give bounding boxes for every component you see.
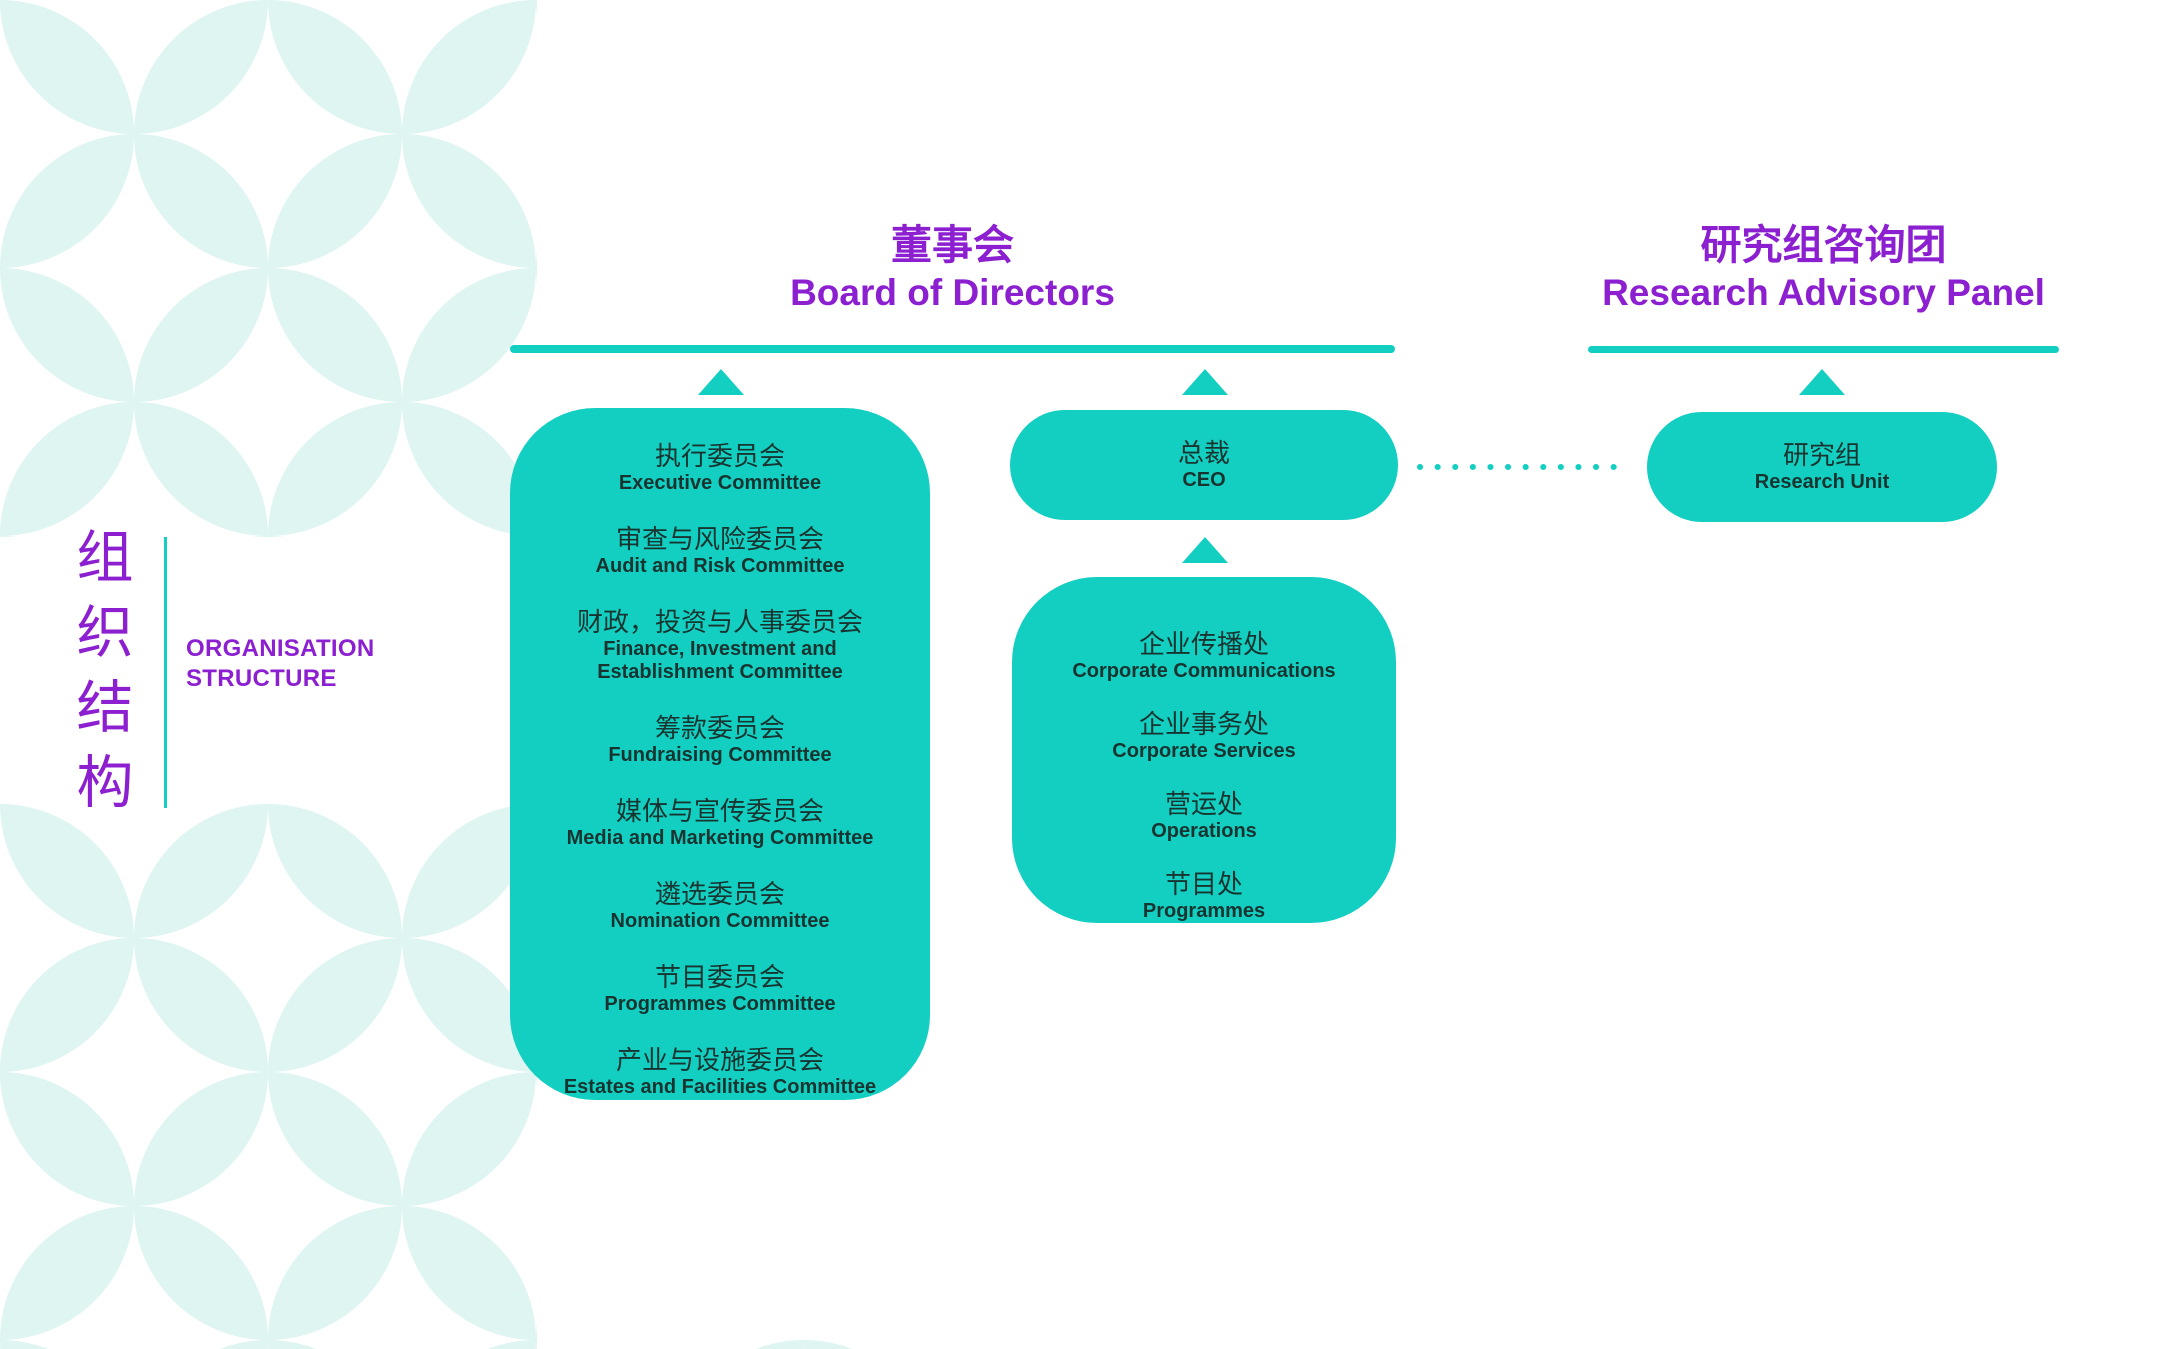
divisions-to-ceo-arrow-icon <box>1182 537 1228 563</box>
ceo-box: 总裁 CEO <box>1010 410 1398 520</box>
committee-name-en: Audit and Risk Committee <box>595 555 845 577</box>
page-title-zh: 组织结构 <box>76 526 134 815</box>
board-header-rule <box>510 345 1395 353</box>
division-name-en: Corporate Services <box>1112 740 1296 762</box>
committee-name-en: Finance, Investment and Establishment Co… <box>597 638 843 683</box>
petal-cluster-top-left <box>0 0 537 537</box>
division-name-en: Corporate Communications <box>1072 660 1336 682</box>
committee-entry: 财政，投资与人事委员会 Finance, Investment and Esta… <box>535 607 905 684</box>
research-header-zh: 研究组咨询团 <box>1700 222 1947 268</box>
ceo-label-zh: 总裁 <box>1177 438 1230 468</box>
research-unit-en: Research Unit <box>1754 471 1890 493</box>
research-advisory-panel-header: 研究组咨询团 Research Advisory Panel <box>1588 219 2059 314</box>
committee-name-en: Media and Marketing Committee <box>566 827 874 849</box>
division-entry: 节目处 Programmes <box>1143 869 1265 923</box>
committee-name-zh: 审查与风险委员会 <box>615 524 824 554</box>
division-entry: 企业事务处 Corporate Services <box>1112 709 1295 763</box>
committee-entry: 执行委员会 Executive Committee <box>619 441 821 495</box>
committee-entry: 筹款委员会 Fundraising Committee <box>608 713 831 767</box>
committee-name-zh: 节目委员会 <box>654 962 785 992</box>
committee-entry: 遴选委员会 Nomination Committee <box>611 879 830 933</box>
board-of-directors-header: 董事会 Board of Directors <box>510 219 1395 314</box>
committee-name-en: Programmes Committee <box>604 993 836 1015</box>
division-entry: 企业传播处 Corporate Communications <box>1072 629 1335 683</box>
title-divider-line <box>164 537 167 808</box>
committee-name-en: Fundraising Committee <box>608 744 832 766</box>
divisions-box: 企业传播处 Corporate Communications 企业事务处 Cor… <box>1012 577 1396 923</box>
committee-name-zh: 媒体与宣传委员会 <box>615 796 824 826</box>
board-committees-box: 执行委员会 Executive Committee 审查与风险委员会 Audit… <box>510 408 930 1100</box>
ceo-entry: 总裁 CEO <box>1178 438 1230 492</box>
ceo-label-en: CEO <box>1182 469 1226 491</box>
division-name-en: Operations <box>1151 820 1257 842</box>
division-name-zh: 节目处 <box>1164 869 1243 899</box>
committee-entry: 媒体与宣传委员会 Media and Marketing Committee <box>567 796 874 850</box>
division-entry: 营运处 Operations <box>1151 789 1257 843</box>
committee-name-en: Estates and Facilities Committee <box>563 1076 877 1098</box>
research-unit-zh: 研究组 <box>1782 440 1861 470</box>
committee-entry: 产业与设施委员会 Estates and Facilities Committe… <box>564 1045 876 1099</box>
committee-to-board-arrow-icon <box>698 369 744 395</box>
petal-cluster-bottom-left <box>0 804 537 1349</box>
division-name-zh: 企业传播处 <box>1138 629 1269 659</box>
research-unit-entry: 研究组 Research Unit <box>1755 440 1890 494</box>
petal-sliver-bottom <box>672 1340 940 1349</box>
page-title-en: ORGANISATION STRUCTURE <box>186 635 375 692</box>
board-header-zh: 董事会 <box>891 222 1014 268</box>
research-to-panel-arrow-icon <box>1799 369 1845 395</box>
board-header-en: Board of Directors <box>790 272 1115 313</box>
research-header-rule <box>1588 346 2059 353</box>
committee-entry: 节目委员会 Programmes Committee <box>604 962 835 1016</box>
committee-name-en: Executive Committee <box>618 472 822 494</box>
division-name-zh: 营运处 <box>1164 789 1243 819</box>
committee-name-zh: 产业与设施委员会 <box>615 1045 824 1075</box>
committee-name-zh: 财政，投资与人事委员会 <box>576 607 863 637</box>
division-name-en: Programmes <box>1142 900 1266 922</box>
ceo-to-board-arrow-icon <box>1182 369 1228 395</box>
committee-name-zh: 执行委员会 <box>654 441 785 471</box>
research-unit-box: 研究组 Research Unit <box>1647 412 1997 522</box>
committee-entry: 审查与风险委员会 Audit and Risk Committee <box>596 524 845 578</box>
division-name-zh: 企业事务处 <box>1138 709 1269 739</box>
committee-name-en: Nomination Committee <box>610 910 830 932</box>
committee-name-zh: 筹款委员会 <box>654 713 785 743</box>
research-header-en: Research Advisory Panel <box>1602 272 2045 313</box>
committee-name-zh: 遴选委员会 <box>654 879 785 909</box>
